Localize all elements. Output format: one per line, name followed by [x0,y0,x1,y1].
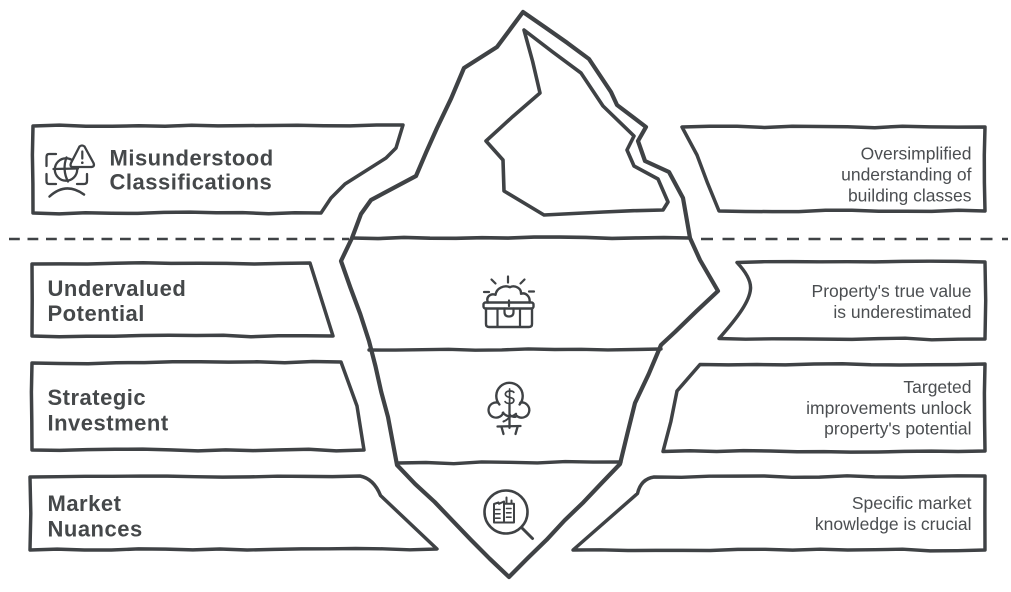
svg-text:Misunderstood: Misunderstood [110,145,274,170]
svg-text:Classifications: Classifications [110,170,273,195]
svg-text:building classes: building classes [848,185,972,205]
svg-text:Nuances: Nuances [48,517,143,542]
svg-text:improvements unlock: improvements unlock [806,398,972,418]
svg-text:understanding of: understanding of [841,165,972,185]
svg-text:Strategic: Strategic [48,385,147,410]
svg-text:Market: Market [48,491,122,516]
svg-text:Targeted: Targeted [903,377,971,397]
svg-text:is underestimated: is underestimated [833,302,971,322]
svg-text:knowledge is crucial: knowledge is crucial [815,514,972,534]
svg-text:Investment: Investment [48,411,169,436]
svg-text:Potential: Potential [48,301,145,326]
svg-text:Undervalued: Undervalued [48,276,187,301]
svg-text:property's potential: property's potential [824,419,971,439]
svg-text:Property's true value: Property's true value [812,281,972,301]
svg-text:Specific market: Specific market [852,493,972,513]
svg-text:Oversimplified: Oversimplified [861,144,972,164]
